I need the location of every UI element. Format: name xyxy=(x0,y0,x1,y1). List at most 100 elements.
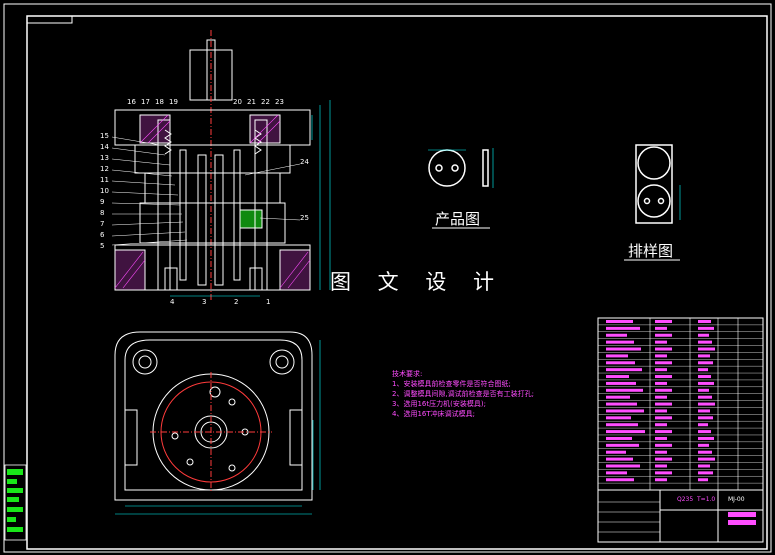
product-drawing xyxy=(428,148,494,188)
parts-list-name-mark xyxy=(606,464,640,468)
parts-list-name-mark xyxy=(606,436,632,440)
parts-list-name-mark xyxy=(606,333,627,337)
part-number-label: 5 xyxy=(100,242,105,250)
technical-notes: 技术要求: 1、安装模具前检查零件是否符合图纸; 2、调整模具间隙,调试前检查是… xyxy=(392,369,534,419)
parts-list-spec-mark xyxy=(698,409,710,413)
part-number-label: 13 xyxy=(100,154,109,162)
parts-list-name-mark xyxy=(606,430,645,434)
parts-list-spec-mark xyxy=(698,320,711,323)
parts-list-material-mark xyxy=(655,361,672,365)
parts-list-name-mark xyxy=(606,395,630,399)
parts-list-rows xyxy=(598,320,763,484)
corner-tab xyxy=(26,15,73,24)
product-drawing-label: 产品图 xyxy=(435,210,481,228)
title-block-thickness: T=1.0 xyxy=(697,496,716,503)
parts-list-spec-mark xyxy=(698,443,709,447)
title-block-material: Q235 xyxy=(677,496,694,503)
parts-list-spec-mark xyxy=(698,471,713,475)
parts-list-name-mark xyxy=(606,416,631,420)
parts-list-spec-mark xyxy=(698,354,710,358)
part-leaders xyxy=(111,136,301,246)
strip-layout-label: 排样图 xyxy=(628,242,674,260)
parts-list-name-mark xyxy=(606,354,628,358)
parts-list-spec-mark xyxy=(698,381,714,385)
parts-list-name-mark xyxy=(606,375,629,379)
parts-list-material-mark xyxy=(655,471,672,475)
parts-list-spec-mark xyxy=(698,478,708,482)
parts-list-name-mark xyxy=(606,381,636,385)
parts-list-name-mark xyxy=(606,443,639,447)
parts-list-spec-mark xyxy=(698,326,714,330)
part-number-label: 8 xyxy=(100,209,105,217)
parts-list-spec-mark xyxy=(698,423,708,427)
part-number-label: 3 xyxy=(202,298,207,306)
parts-list-material-mark xyxy=(655,354,667,358)
parts-list-name-mark xyxy=(606,320,633,323)
parts-list-spec-mark xyxy=(698,375,711,379)
technical-note-item: 4、选用16T冲床调试模具; xyxy=(392,410,475,418)
parts-list-name-mark xyxy=(606,409,644,413)
part-number-label: 17 xyxy=(141,98,150,106)
part-number-label: 25 xyxy=(300,214,309,222)
section-dimensions xyxy=(170,100,331,297)
parts-list-name-mark xyxy=(606,388,643,392)
parts-list-material-mark xyxy=(655,347,672,351)
part-number-label: 20 xyxy=(233,98,242,106)
part-number-label: 2 xyxy=(234,298,239,306)
plan-dimensions xyxy=(115,340,321,515)
parts-list-spec-mark xyxy=(698,347,715,351)
part-number-label: 4 xyxy=(170,298,175,306)
parts-list-spec-mark xyxy=(698,340,712,344)
plan-view xyxy=(114,331,313,501)
parts-list-material-mark xyxy=(655,402,672,406)
parts-list-material-mark xyxy=(655,333,672,337)
parts-list-spec-mark xyxy=(698,416,713,420)
part-number-label: 22 xyxy=(261,98,270,106)
part-number-label: 14 xyxy=(100,143,109,151)
parts-list-name-mark xyxy=(606,340,634,344)
parts-list-spec-mark xyxy=(698,388,709,392)
parts-list-name-mark xyxy=(606,457,633,461)
parts-list-material-mark xyxy=(655,443,672,447)
parts-list-name-mark xyxy=(606,347,641,351)
parts-list-material-mark xyxy=(655,320,672,323)
strip-layout xyxy=(635,144,681,224)
parts-list-name-mark xyxy=(606,478,634,482)
title-block xyxy=(597,489,764,543)
parts-list-spec-mark xyxy=(698,430,711,434)
parts-list-name-mark xyxy=(606,402,637,406)
parts-list xyxy=(597,317,764,491)
outer-frame xyxy=(3,3,772,553)
parts-list-material-mark xyxy=(655,436,667,440)
parts-list-material-mark xyxy=(655,478,667,482)
part-number-label: 1 xyxy=(266,298,271,306)
parts-list-material-mark xyxy=(655,416,672,420)
parts-list-name-mark xyxy=(606,423,638,427)
parts-list-material-mark xyxy=(655,423,667,427)
parts-list-spec-mark xyxy=(698,457,715,461)
part-number-label: 24 xyxy=(300,158,309,166)
section-view xyxy=(114,30,311,300)
parts-list-name-mark xyxy=(606,361,635,365)
parts-list-name-mark xyxy=(606,471,627,475)
part-number-label: 7 xyxy=(100,220,105,228)
parts-list-material-mark xyxy=(655,430,672,434)
part-number-label: 6 xyxy=(100,231,105,239)
part-number-label: 11 xyxy=(100,176,109,184)
parts-list-name-mark xyxy=(606,450,626,454)
part-number-label: 21 xyxy=(247,98,256,106)
parts-list-name-mark xyxy=(606,326,640,330)
parts-list-material-mark xyxy=(655,457,672,461)
technical-note-item: 2、调整模具间隙,调试前检查是否有工装打孔; xyxy=(392,390,535,398)
watermark-text: 图 文 设 计 xyxy=(330,270,505,294)
parts-list-material-mark xyxy=(655,381,667,385)
part-number-label: 10 xyxy=(100,187,109,195)
part-number-label: 16 xyxy=(127,98,136,106)
parts-list-spec-mark xyxy=(698,436,714,440)
parts-list-spec-mark xyxy=(698,395,712,399)
part-number-label: 12 xyxy=(100,165,109,173)
technical-note-item: 3、选用16t压力机(安装模具); xyxy=(392,400,486,408)
parts-list-material-mark xyxy=(655,340,667,344)
parts-list-spec-mark xyxy=(698,402,715,406)
